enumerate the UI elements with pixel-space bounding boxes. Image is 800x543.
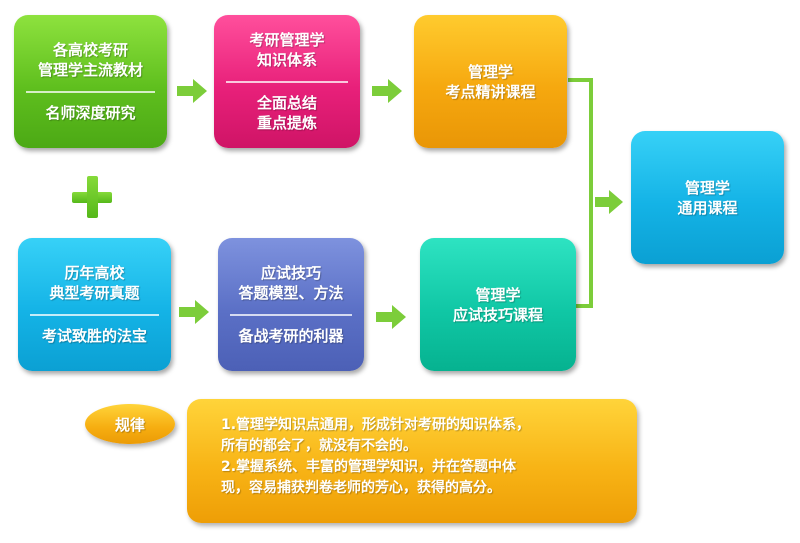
box-line: 各高校考研 — [52, 41, 128, 59]
divider — [225, 81, 349, 83]
box-line: 管理学 — [467, 62, 513, 81]
box-line: 管理学 — [475, 285, 521, 304]
box-knowledge-system: 考研管理学 知识体系 全面总结 重点提炼 — [214, 15, 360, 148]
box-line: 考试致胜的法宝 — [41, 327, 147, 345]
box-line: 管理学 — [684, 178, 730, 197]
box-exam-techniques: 应试技巧 答题模型、方法 备战考研的利器 — [218, 238, 364, 371]
box-line: 考研管理学 — [249, 31, 325, 49]
arrow-right-icon — [595, 190, 623, 214]
box-line: 历年高校 — [64, 264, 125, 282]
box-line: 应试技巧 — [260, 264, 321, 282]
merge-bracket — [568, 78, 593, 308]
box-line: 重点提炼 — [256, 114, 317, 132]
rule-box: 1.管理学知识点通用，形成针对考研的知识体系， 所有的都会了，就没有不会的。 2… — [187, 399, 637, 523]
arrow-right-icon — [179, 300, 209, 324]
rule-line: 所有的都会了，就没有不会的。 — [221, 438, 417, 454]
arrow-right-icon — [177, 79, 207, 103]
box-exam-skills-course: 管理学 应试技巧课程 — [420, 238, 576, 371]
box-line: 全面总结 — [256, 94, 317, 112]
box-line: 知识体系 — [256, 51, 317, 69]
plus-icon — [87, 176, 98, 218]
rule-line: 2.掌握系统、丰富的管理学知识，并在答题中体 — [221, 459, 517, 475]
box-line: 应试技巧课程 — [452, 305, 543, 324]
rule-line: 现，容易捕获判卷老师的芳心，获得的高分。 — [221, 480, 501, 496]
box-line: 答题模型、方法 — [238, 284, 344, 302]
box-line: 名师深度研究 — [45, 104, 136, 122]
divider — [229, 314, 353, 316]
divider — [30, 314, 159, 316]
box-past-exam-questions: 历年高校 典型考研真题 考试致胜的法宝 — [18, 238, 171, 371]
divider — [26, 91, 155, 93]
box-line: 管理学主流教材 — [37, 61, 143, 79]
arrow-right-icon — [376, 305, 406, 329]
box-line: 备战考研的利器 — [238, 327, 344, 345]
box-key-points-course: 管理学 考点精讲课程 — [414, 15, 567, 148]
rule-line: 1.管理学知识点通用，形成针对考研的知识体系， — [221, 417, 531, 433]
box-line: 典型考研真题 — [49, 284, 140, 302]
rule-badge: 规律 — [85, 404, 175, 444]
box-general-course: 管理学 通用课程 — [631, 131, 784, 264]
box-line: 通用课程 — [677, 198, 738, 217]
box-line: 考点精讲课程 — [445, 82, 536, 101]
box-textbook-research: 各高校考研 管理学主流教材 名师深度研究 — [14, 15, 167, 148]
arrow-right-icon — [372, 79, 402, 103]
